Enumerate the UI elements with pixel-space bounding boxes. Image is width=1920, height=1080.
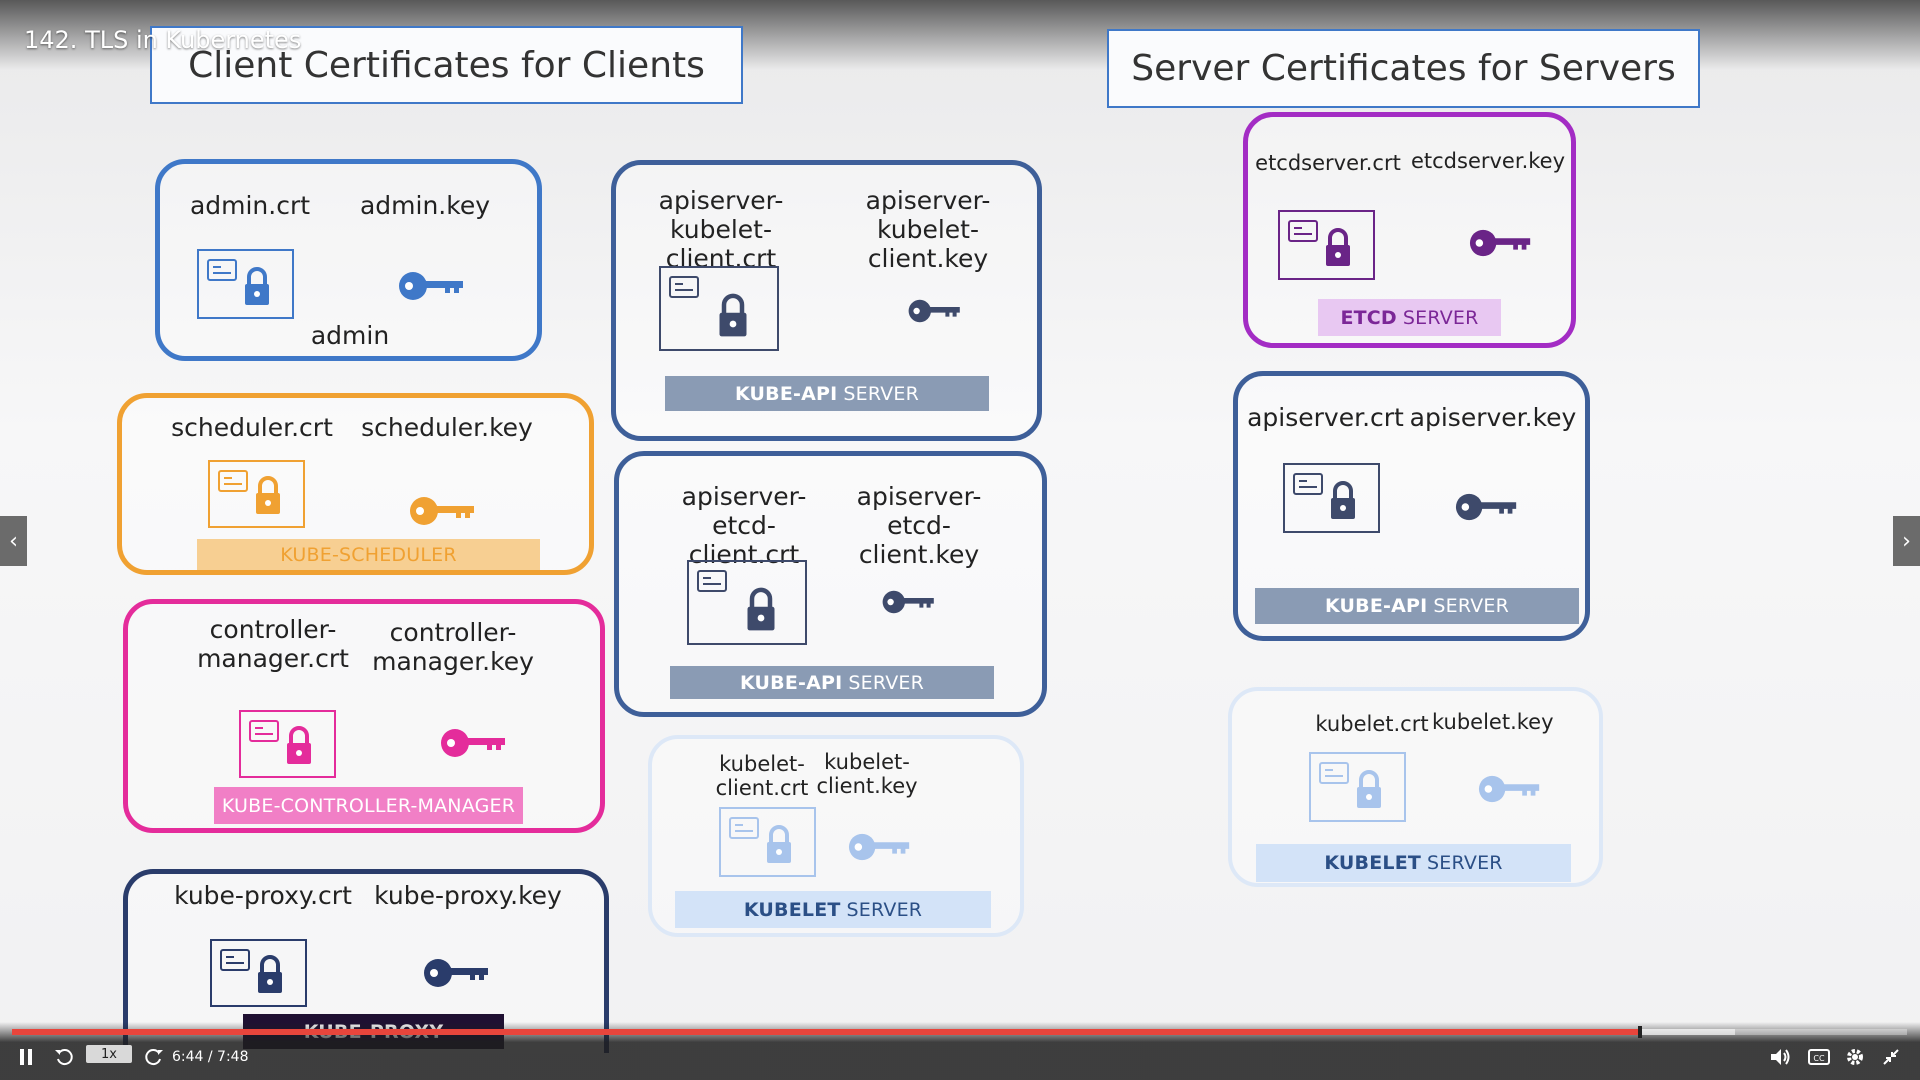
kube-proxy-key-label: kube-proxy.key [374,881,562,910]
pause-icon [20,1049,32,1065]
etcd-server-crt-label: etcdserver.crt [1255,151,1401,175]
svg-text:CC: CC [1813,1054,1825,1063]
exit-fullscreen-button[interactable] [1878,1045,1904,1069]
certificate-icon [659,266,779,351]
banner-bold: KUBE-API [734,382,838,405]
admin-crt-label: admin.crt [189,191,311,220]
certificate-icon [210,939,307,1007]
certificate-icon [1278,210,1375,280]
banner-rest: SERVER [846,898,923,921]
chevron-right-icon: › [1902,528,1911,554]
server-certificates-header: Server Certificates for Servers [1107,29,1700,108]
certificate-icon [1309,752,1406,822]
controller-manager-box: controller- manager.crt controller- mana… [123,599,605,833]
apiserver-etcd-client-key-label: apiserver-etcd- client.key [856,482,982,569]
kubelet-client-key-label: kubelet- client.key [816,750,918,799]
key-icon [1469,229,1531,257]
banner-bold: KUBELET [743,898,841,921]
kube-controller-manager-banner: KUBE-CONTROLLER-MANAGER [214,787,523,824]
forward-button[interactable] [142,1045,166,1069]
key-icon [848,833,910,861]
banner-bold: KUBELET [1324,852,1422,874]
scheduler-crt-label: scheduler.crt [171,413,333,442]
apiserver-crt-label: apiserver.crt [1247,403,1404,432]
key-icon [882,590,934,614]
key-icon [908,299,960,323]
admin-key-label: admin.key [359,191,491,220]
exit-fullscreen-icon [1883,1049,1899,1065]
banner-rest: SERVER [1433,595,1510,617]
settings-button[interactable] [1842,1045,1868,1069]
rewind-icon [55,1049,73,1066]
key-icon [424,959,488,987]
playback-speed-button[interactable]: 1x [86,1045,132,1063]
kubelet-client-box: kubelet- client.crt kubelet- client.key … [648,735,1024,937]
previous-slide-button[interactable]: ‹ [0,516,27,566]
video-title: 142. TLS in Kubernetes [24,26,302,54]
key-icon [399,272,463,300]
time-display: 6:44 / 7:48 [172,1049,249,1065]
pause-button[interactable] [14,1045,38,1069]
certificate-icon [1283,463,1380,533]
controller-manager-key-label: controller- manager.key [372,618,534,676]
next-slide-button[interactable]: › [1893,516,1920,566]
apiserver-key-label: apiserver.key [1409,403,1577,432]
progress-fill [12,1029,1640,1035]
banner-rest: SERVER [1427,852,1503,874]
certificate-icon [687,560,807,645]
kubelet-key-label: kubelet.key [1432,710,1554,734]
certificate-icon [239,710,336,778]
chevron-left-icon: ‹ [9,528,18,554]
kubelet-client-crt-label: kubelet- client.crt [715,752,809,801]
apiserver-etcd-client-crt-label: apiserver-etcd- client.crt [681,482,807,569]
progress-bar[interactable] [12,1026,1907,1038]
banner-bold: KUBE-API [739,671,843,694]
scheduler-box: scheduler.crt scheduler.key KUBE-SCHEDUL… [117,393,594,575]
kube-scheduler-banner: KUBE-SCHEDULER [197,539,540,570]
certificate-icon [719,807,816,877]
captions-icon: CC [1808,1049,1830,1065]
controller-manager-crt-label: controller- manager.crt [197,615,349,673]
key-icon [441,729,505,757]
banner-bold: KUBE-API [1324,595,1428,617]
apiserver-kubelet-client-box: apiserver-kubelet- client.crt apiserver-… [611,160,1042,441]
forward-icon [145,1049,163,1066]
captions-button[interactable]: CC [1806,1045,1832,1069]
volume-button[interactable] [1768,1045,1794,1069]
etcd-server-key-label: etcdserver.key [1410,149,1565,173]
banner-bold: ETCD [1340,306,1397,329]
certificate-icon [208,460,305,528]
kube-proxy-crt-label: kube-proxy.crt [174,881,352,910]
banner-rest: SERVER [848,671,925,694]
admin-user-label: admin [310,321,390,350]
progress-handle[interactable] [1637,1026,1642,1038]
kubelet-crt-label: kubelet.crt [1315,712,1429,736]
key-icon [1478,775,1540,803]
scheduler-key-label: scheduler.key [361,413,533,442]
client-certificates-header: Client Certificates for Clients [150,26,743,104]
rewind-button[interactable] [52,1045,76,1069]
gear-icon [1847,1049,1863,1065]
apiserver-etcd-client-box: apiserver-etcd- client.crt apiserver-etc… [614,451,1047,717]
banner-rest: SERVER [843,382,920,405]
certificate-icon [197,249,294,319]
banner-rest: SERVER [1402,306,1479,329]
apiserver-kubelet-client-crt-label: apiserver-kubelet- client.crt [658,186,784,273]
volume-icon [1771,1049,1790,1065]
admin-box: admin.crt admin.key admin [155,159,542,361]
apiserver-kubelet-client-key-label: apiserver-kubelet- client.key [865,186,991,273]
key-icon [1455,493,1517,521]
key-icon [410,497,474,525]
